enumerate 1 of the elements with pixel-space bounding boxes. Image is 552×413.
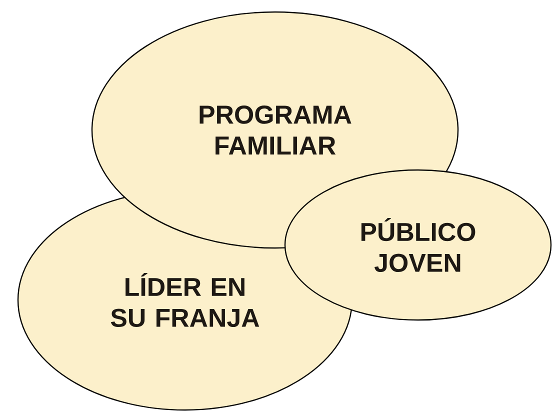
ellipse-node: PÚBLICO JOVEN: [284, 169, 552, 321]
